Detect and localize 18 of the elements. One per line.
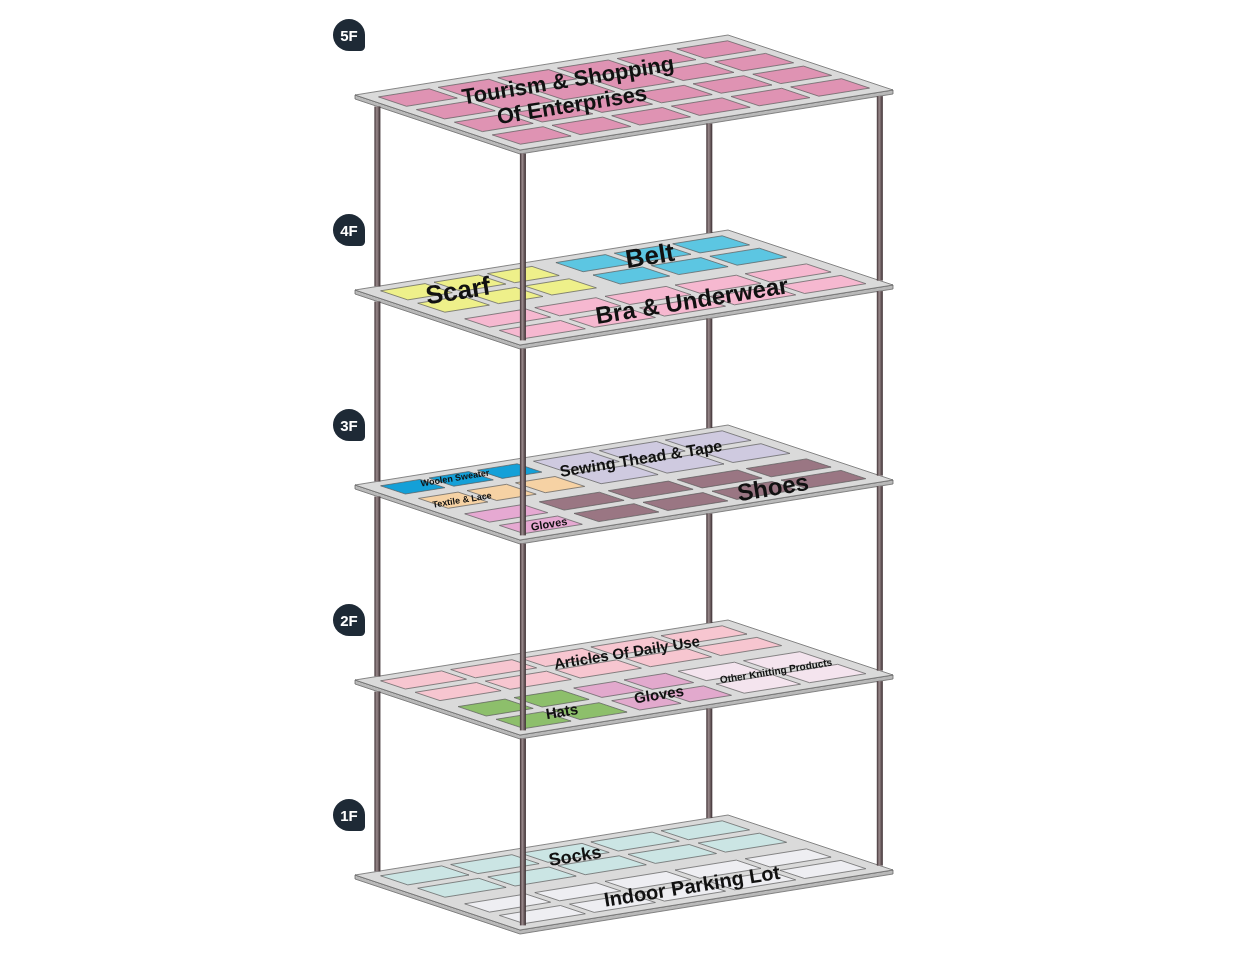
zone-label: Woolen Sweater — [420, 467, 491, 489]
floor-badge: 4F — [333, 214, 365, 246]
floor-badge: 1F — [333, 799, 365, 831]
zone-label: Belt — [623, 237, 677, 274]
zone-label: Socks — [546, 841, 603, 871]
zone-label: Gloves — [632, 682, 686, 707]
zone-label: Textile & Lace — [431, 490, 493, 511]
zone-label: Shoes — [735, 468, 811, 507]
floor-badge: 5F — [333, 19, 365, 51]
zone-label: Sewing Thead & Tape — [558, 436, 724, 481]
floor-badge: 2F — [333, 604, 365, 636]
zone-label: Articles Of Daily Use — [552, 632, 701, 673]
zone-label: Hats — [544, 701, 579, 723]
zone-label: Indoor Parking Lot — [602, 860, 782, 912]
zone-label: Other Knitting Products — [719, 656, 833, 686]
zone-label: Scarf — [424, 271, 493, 311]
floor-badge: 3F — [333, 409, 365, 441]
zone-label: Bra & Underwear — [593, 272, 791, 330]
